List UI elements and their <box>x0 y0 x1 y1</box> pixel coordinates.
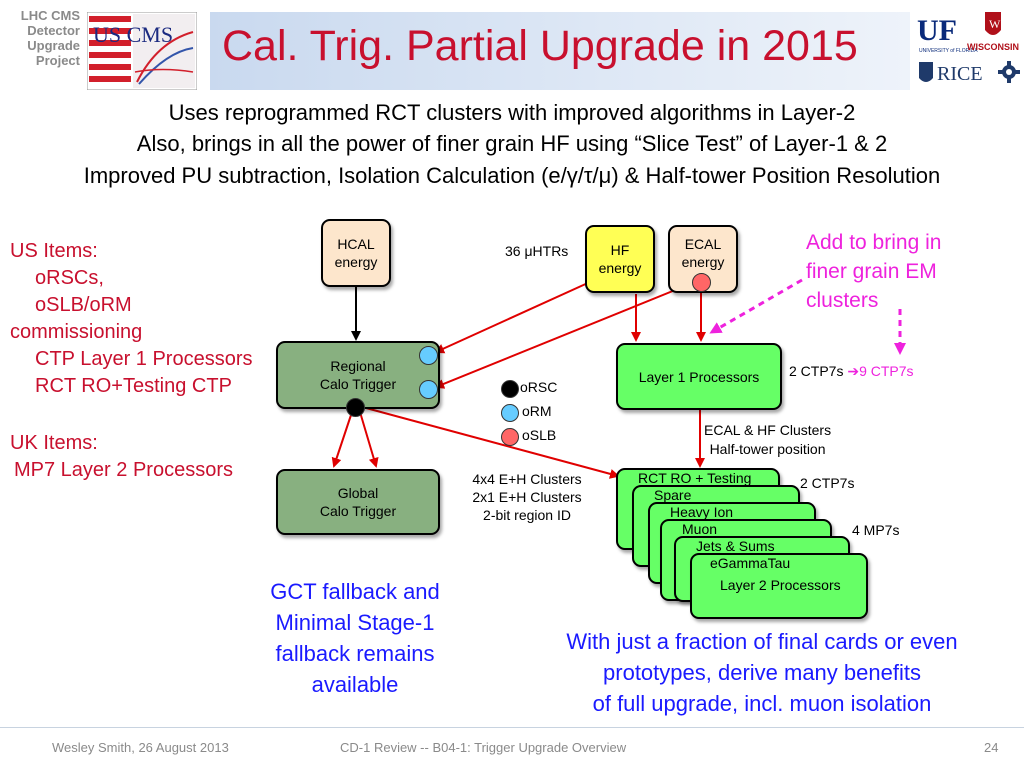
gct-fallback-line: GCT fallback and <box>270 579 440 604</box>
us-item-orscs: oRSCs, <box>35 267 104 289</box>
legend-orsc-dot <box>501 380 519 398</box>
page-title: Cal. Trig. Partial Upgrade in 2015 <box>222 22 858 70</box>
clusters-label: 4x4 E+H Clusters 2x1 E+H Clusters 2-bit … <box>460 470 594 524</box>
us-item-rct-ro: RCT RO+Testing CTP <box>35 375 232 397</box>
four-mp7-label: 4 MP7s <box>852 522 900 538</box>
rice-logo: RICE <box>937 63 983 85</box>
gct-sublabel: Calo Trigger <box>319 503 397 519</box>
uk-item-mp7: MP7 Layer 2 Processors <box>14 459 233 481</box>
legend-oslb-label: oSLB <box>522 427 557 443</box>
hf-sublabel: energy <box>598 260 642 276</box>
us-item-oslb: oSLB/oRM <box>35 294 132 316</box>
intro-line-2: Also, brings in all the power of finer g… <box>136 131 888 156</box>
orsc-indicator <box>346 398 365 417</box>
oslb-indicator <box>692 273 711 292</box>
layer2-card-label: Spare <box>654 487 692 503</box>
uf-logo: UF <box>917 14 957 47</box>
layer1-label: Layer 1 Processors <box>638 368 760 385</box>
ecal-sublabel: energy <box>681 254 725 270</box>
uf-logo-sub: UNIVERSITY of FLORIDA <box>919 48 978 54</box>
wisconsin-crest-icon <box>985 12 1001 35</box>
two-ctp7-label: 2 CTP7s <box>800 475 855 491</box>
wisconsin-logo: WISCONSIN <box>967 42 1019 52</box>
clusters-line: 2-bit region ID <box>483 507 571 523</box>
ctp7-current: 2 CTP7s <box>789 363 844 379</box>
layer1-processors-box: Layer 1 Processors <box>616 343 782 410</box>
clusters-line: 4x4 E+H Clusters <box>472 471 582 487</box>
ctp7-arrow-icon: ➔ <box>847 363 860 379</box>
rct-to-gct-arrow-right <box>359 411 379 468</box>
layer2-card-egammatau: eGammaTau Layer 2 Processors <box>690 553 868 619</box>
add-note-line: clusters <box>806 289 879 312</box>
us-item-ctp-layer1: CTP Layer 1 Processors <box>35 348 253 370</box>
uk-items-heading: UK Items: <box>10 432 98 454</box>
rct-to-gct-arrow-left <box>331 411 353 468</box>
intro-line-3: Improved PU subtraction, Isolation Calcu… <box>83 163 941 188</box>
gct-label: Global <box>337 485 379 501</box>
title-bar <box>210 12 910 90</box>
gct-fallback-note: GCT fallback and Minimal Stage-1 fallbac… <box>245 576 465 700</box>
htrs-label: 36 μHTRs <box>505 243 569 259</box>
add-em-clusters-note: Add to bring in finer grain EM clusters <box>806 228 941 315</box>
layer2-card-label: RCT RO + Testing <box>638 470 752 486</box>
gear-icon <box>998 61 1020 83</box>
hcal-energy-box: HCAL energy <box>321 219 391 287</box>
svg-text:W: W <box>989 17 1001 31</box>
corner-label-line: Detector <box>27 23 80 38</box>
uscms-logo-text: US CMS <box>93 22 173 47</box>
half-tower-line: Half-tower position <box>709 441 826 457</box>
layer2-card-label: Heavy Ion <box>670 504 734 520</box>
summary-line: of full upgrade, incl. muon isolation <box>592 691 932 716</box>
legend-orm-dot <box>501 404 519 422</box>
legend-orm-label: oRM <box>522 403 552 419</box>
footer-author: Wesley Smith, 26 August 2013 <box>52 740 229 755</box>
rice-crest-icon <box>919 62 933 82</box>
add-note-line: finer grain EM <box>806 260 937 283</box>
layer2-card-label: Muon <box>682 521 718 537</box>
gct-fallback-line: available <box>311 672 399 697</box>
footer-center: CD-1 Review -- B04-1: Trigger Upgrade Ov… <box>340 740 627 755</box>
layer2-processors-label: Layer 2 Processors <box>720 577 841 593</box>
hf-label: HF <box>610 242 630 258</box>
ecal-hf-clusters-line: ECAL & HF Clusters <box>704 422 832 438</box>
us-item-commissioning: commissioning <box>10 321 143 343</box>
corner-label-line: LHC CMS <box>20 8 80 23</box>
orm-indicator-bottom <box>419 380 438 399</box>
summary-note: With just a fraction of final cards or e… <box>522 626 1002 719</box>
us-items-heading: US Items: <box>10 240 98 262</box>
corner-label-line: Project <box>35 53 80 68</box>
layer2-card-label: Jets & Sums <box>696 538 775 554</box>
orm-indicator-top <box>419 346 438 365</box>
ecal-hf-clusters-label: ECAL & HF Clusters Half-tower position <box>704 421 831 459</box>
page-number: 24 <box>984 740 999 755</box>
layer2-card-label: eGammaTau <box>710 555 791 571</box>
ecal-label: ECAL <box>684 236 722 252</box>
corner-label: LHC CMS Detector Upgrade Project <box>0 8 80 68</box>
university-logos: UF UNIVERSITY of FLORIDA W WISCONSIN RIC… <box>917 12 1020 85</box>
legend-orsc-label: oRSC <box>520 379 558 395</box>
hf-to-rct-arrow <box>434 281 591 354</box>
uscms-logo: US CMS <box>87 12 197 90</box>
rct-to-layer2-arrow <box>365 407 620 479</box>
rct-sublabel: Calo Trigger <box>319 376 397 392</box>
footer-divider <box>0 727 1024 728</box>
legend-oslb-dot <box>501 428 519 446</box>
hcal-label: HCAL <box>337 236 375 252</box>
gct-fallback-line: fallback remains <box>275 641 435 666</box>
ecal-to-rct-arrow <box>434 283 691 389</box>
corner-label-line: Upgrade <box>27 38 80 53</box>
clusters-line: 2x1 E+H Clusters <box>472 489 582 505</box>
add-note-line: Add to bring in <box>806 231 942 254</box>
hcal-sublabel: energy <box>334 254 378 270</box>
intro-line-1: Uses reprogrammed RCT clusters with impr… <box>168 100 856 125</box>
summary-line: With just a fraction of final cards or e… <box>566 629 958 654</box>
ctp7-upgrade-label: 2 CTP7s ➔9 CTP7s <box>789 363 914 380</box>
rct-label: Regional <box>330 358 386 374</box>
ctp7-future: 9 CTP7s <box>859 363 914 379</box>
summary-line: prototypes, derive many benefits <box>603 660 921 685</box>
hf-energy-box: HF energy <box>585 225 655 293</box>
gct-fallback-line: Minimal Stage-1 <box>275 610 435 635</box>
